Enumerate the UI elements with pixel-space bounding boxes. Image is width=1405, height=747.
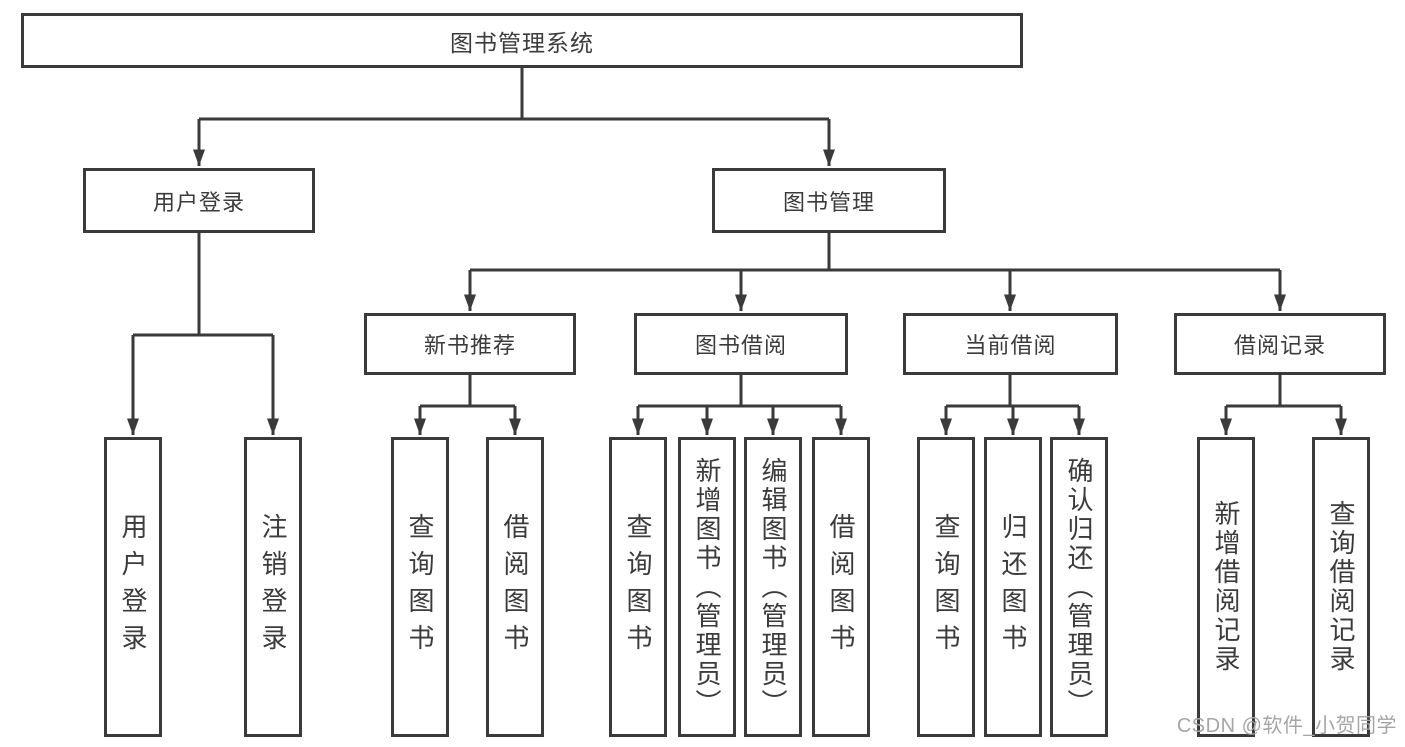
leaf-add-books-admin-label: 新增图书（管理员） — [692, 456, 722, 718]
leaf-query-books-3: 查询图书 — [917, 437, 975, 737]
node-new-book-recommend: 新书推荐 — [364, 313, 576, 375]
leaf-borrow-books-2: 借阅图书 — [812, 437, 870, 737]
node-current-borrow: 当前借阅 — [903, 313, 1118, 375]
leaf-query-borrow-record: 查询借阅记录 — [1312, 437, 1370, 737]
leaf-add-borrow-record: 新增借阅记录 — [1197, 437, 1255, 737]
node-user-login-label: 用户登录 — [152, 189, 245, 215]
leaf-query-books-2-label: 查询图书 — [623, 513, 653, 661]
leaf-logout: 注销登录 — [244, 437, 302, 737]
leaf-edit-books-admin: 编辑图书（管理员） — [744, 437, 802, 737]
leaf-borrow-books-1: 借阅图书 — [486, 437, 544, 737]
node-book-management: 图书管理 — [712, 168, 946, 233]
leaf-query-books-3-label: 查询图书 — [931, 513, 961, 661]
node-root: 图书管理系统 — [21, 13, 1023, 68]
node-book-borrow-label: 图书借阅 — [694, 333, 787, 358]
node-borrow-records-label: 借阅记录 — [1233, 333, 1326, 358]
node-borrow-records: 借阅记录 — [1174, 313, 1386, 375]
node-current-borrow-label: 当前借阅 — [964, 333, 1057, 358]
leaf-add-books-admin: 新增图书（管理员） — [678, 437, 736, 737]
leaf-borrow-books-1-label: 借阅图书 — [500, 513, 530, 661]
leaf-query-borrow-record-label: 查询借阅记录 — [1326, 500, 1356, 674]
node-new-book-recommend-label: 新书推荐 — [423, 333, 516, 358]
leaf-borrow-books-2-label: 借阅图书 — [826, 513, 856, 661]
leaf-confirm-return-admin-label: 确认归还（管理员） — [1064, 456, 1094, 718]
leaf-return-books: 归还图书 — [984, 437, 1042, 737]
leaf-user-login: 用户登录 — [104, 437, 162, 737]
node-user-login: 用户登录 — [83, 168, 315, 233]
leaf-edit-books-admin-label: 编辑图书（管理员） — [758, 456, 788, 718]
node-book-borrow: 图书借阅 — [634, 313, 848, 375]
node-book-management-label: 图书管理 — [782, 189, 875, 215]
leaf-query-books-1: 查询图书 — [391, 437, 449, 737]
leaf-add-borrow-record-label: 新增借阅记录 — [1211, 500, 1241, 674]
leaf-return-books-label: 归还图书 — [998, 513, 1028, 661]
leaf-logout-label: 注销登录 — [258, 513, 288, 661]
csdn-watermark: CSDN @软件_小贺同学 — [1176, 715, 1397, 737]
leaf-query-books-1-label: 查询图书 — [405, 513, 435, 661]
leaf-user-login-label: 用户登录 — [118, 513, 148, 661]
leaf-confirm-return-admin: 确认归还（管理员） — [1050, 437, 1108, 737]
leaf-query-books-2: 查询图书 — [609, 437, 667, 737]
node-root-label: 图书管理系统 — [450, 29, 594, 56]
